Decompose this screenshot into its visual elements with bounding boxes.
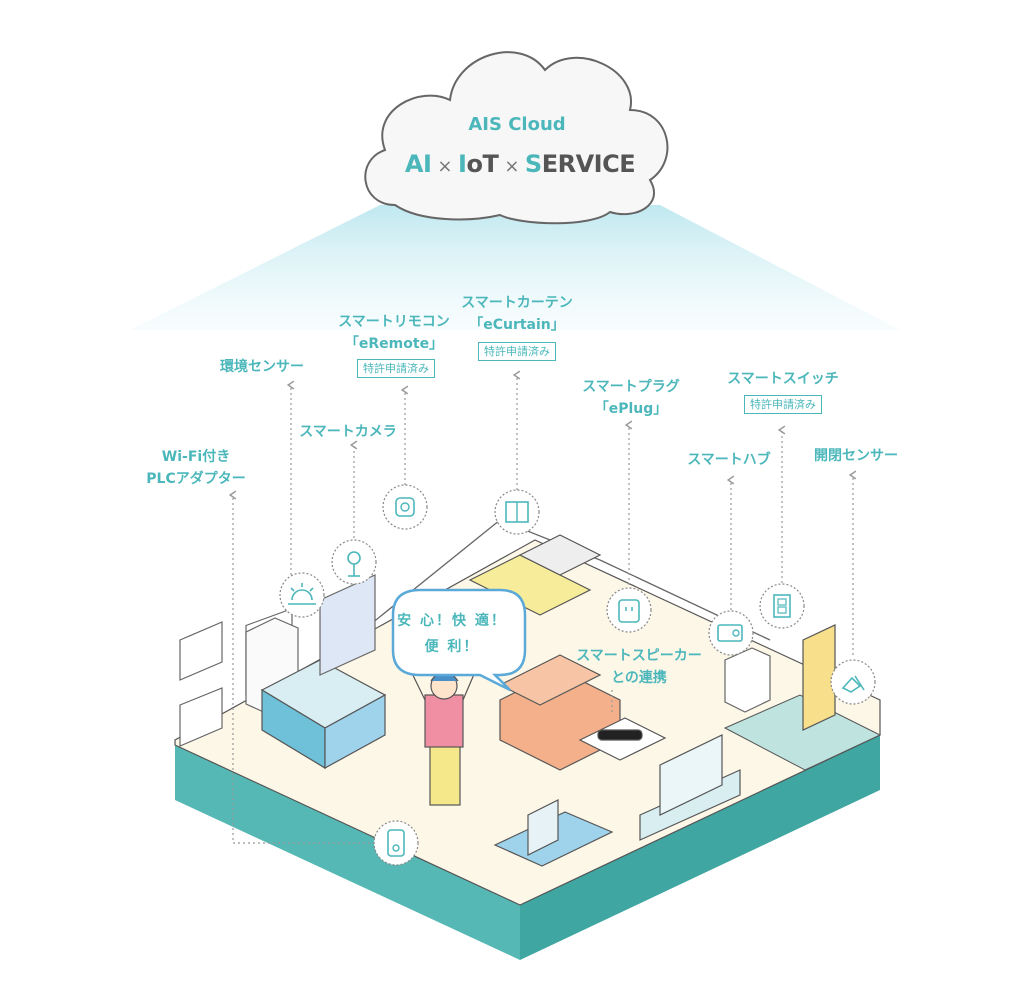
- label-switch: スマートスイッチ: [727, 368, 839, 390]
- speaker-line2: との連携: [611, 670, 667, 686]
- speech-line-1: 安 心！快 適！: [397, 613, 507, 629]
- tag-iot-i: I: [458, 150, 467, 178]
- label-speaker: スマートスピーカー との連携: [576, 645, 702, 689]
- switch-icon: [759, 583, 805, 629]
- label-curtain: スマートカーテン 「eCurtain」: [461, 292, 573, 336]
- switch-patent-badge: 特許申請済み: [744, 395, 822, 414]
- label-door-sensor: 開閉センサー: [814, 445, 898, 467]
- cloud-tagline: AI×IoT×SERVICE: [404, 150, 636, 178]
- plug-line2: 「ePlug」: [594, 401, 668, 417]
- curtain-patent-badge: 特許申請済み: [478, 342, 556, 361]
- tag-times-2: ×: [504, 156, 519, 177]
- sun-icon: [279, 572, 325, 618]
- switch-line1: スマートスイッチ: [727, 371, 839, 387]
- plc-adapter-line1: Wi-Fi付き: [161, 449, 231, 465]
- plc-adapter-icon: [373, 820, 419, 866]
- television: [639, 734, 741, 841]
- speech-bubble-text: 安 心！快 適！ 便 利！: [397, 608, 507, 660]
- hub-icon: [708, 610, 754, 656]
- cloud-title: AIS Cloud: [468, 114, 566, 135]
- person-figure: [407, 664, 479, 806]
- entrance-door: [802, 624, 836, 731]
- curtain-icon: [494, 489, 540, 535]
- curtain-line2: 「eCurtain」: [469, 317, 565, 333]
- label-camera: スマートカメラ: [299, 421, 397, 443]
- connector-lines: [228, 370, 857, 844]
- coffee-table: [578, 717, 667, 761]
- label-plc-adapter: Wi-Fi付き PLCアダプター: [146, 446, 245, 490]
- cloud-shape: [364, 51, 669, 225]
- speaker-line1: スマートスピーカー: [576, 648, 702, 664]
- kitchen-counter: [260, 659, 387, 770]
- remote-line1: スマートリモコン: [338, 314, 450, 330]
- label-plug: スマートプラグ 「ePlug」: [582, 376, 680, 420]
- tag-ai: AI: [404, 150, 432, 178]
- label-remote: スマートリモコン 「eRemote」: [338, 311, 450, 355]
- desk: [493, 799, 614, 867]
- remote-patent-badge: 特許申請済み: [357, 359, 435, 378]
- tag-service-s: S: [524, 150, 542, 178]
- remote-line2: 「eRemote」: [344, 336, 444, 352]
- label-hub: スマートハブ: [687, 449, 771, 471]
- shelf: [724, 647, 771, 713]
- hub-line1: スマートハブ: [687, 452, 771, 468]
- speech-line-2: 便 利！: [424, 639, 480, 655]
- tag-times-1: ×: [437, 156, 453, 177]
- curtain-line1: スマートカーテン: [461, 295, 573, 311]
- tag-service-rest: ERVICE: [541, 150, 636, 178]
- label-env-sensor: 環境センサー: [220, 356, 304, 378]
- camera-line1: スマートカメラ: [299, 424, 397, 440]
- plc-adapter-line2: PLCアダプター: [146, 471, 246, 487]
- plug-icon: [606, 587, 652, 633]
- remote-icon: [382, 484, 428, 530]
- speech-bubble: [391, 588, 527, 692]
- door-sensor-icon: [830, 659, 876, 705]
- tag-iot-rest: oT: [466, 150, 499, 178]
- camera-icon: [331, 539, 377, 585]
- cloud-beam: [130, 205, 900, 330]
- door-sensor-line1: 開閉センサー: [814, 448, 898, 464]
- env-sensor-line1: 環境センサー: [220, 359, 304, 375]
- plug-line1: スマートプラグ: [582, 379, 680, 395]
